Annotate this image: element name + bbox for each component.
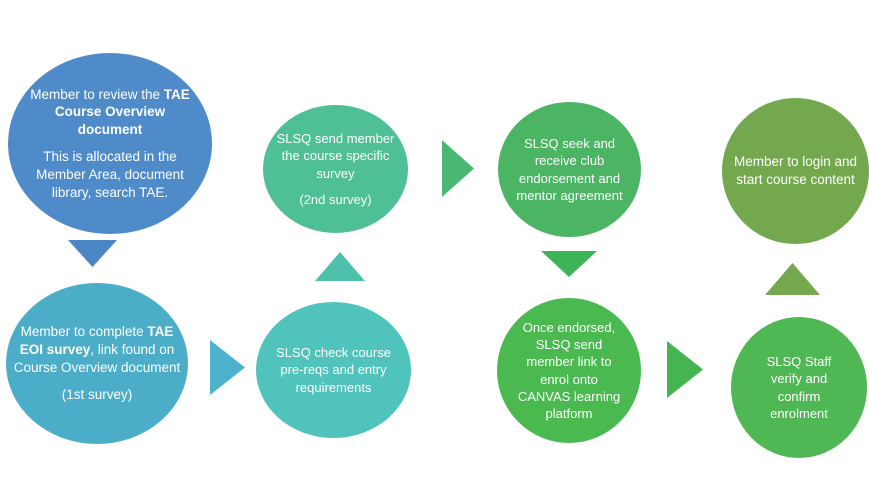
flow-step-login-ellipse: Member to login and start course content [722, 98, 869, 244]
arrow-down-icon [541, 251, 597, 277]
flow-step-review-text: Member to review the TAE Course Overview… [30, 86, 190, 200]
arrow-up-icon [315, 252, 365, 281]
flow-step-canvas-link-text: Once endorsed, SLSQ send member link to … [517, 320, 621, 421]
bold-text: TAE EOI survey [19, 324, 174, 358]
arrow-right-icon [442, 140, 474, 197]
flow-step-endorsement-ellipse: SLSQ seek and receive club endorsement a… [498, 102, 641, 237]
flow-step-eoi-survey-ellipse: Member to complete TAE EOI survey, link … [6, 283, 188, 444]
flow-step-course-survey-ellipse: SLSQ send member the course specific sur… [263, 105, 408, 233]
flow-step-login-text: Member to login and start course content [733, 154, 858, 187]
flow-step-verify-ellipse: SLSQ Staff verify and confirm enrolment [731, 317, 867, 458]
flow-step-eoi-survey-text: Member to complete TAE EOI survey, link … [13, 324, 181, 402]
flow-step-eoi-survey-note: (1st survey) [61, 386, 133, 402]
arrow-down-icon [68, 240, 117, 267]
arrow-right-icon [667, 341, 703, 398]
flow-step-canvas-link-ellipse: Once endorsed, SLSQ send member link to … [497, 298, 641, 443]
flow-step-course-survey-note: (2nd survey) [299, 191, 372, 207]
flow-step-check-prereqs-ellipse: SLSQ check course pre-reqs and entry req… [256, 302, 411, 438]
flow-step-review-note: This is allocated in the Member Area, do… [36, 149, 184, 200]
flow-step-review-ellipse: Member to review the TAE Course Overview… [8, 53, 212, 234]
flow-step-check-prereqs-text: SLSQ check course pre-reqs and entry req… [276, 345, 391, 395]
flow-step-verify-text: SLSQ Staff verify and confirm enrolment [766, 354, 832, 421]
flow-step-course-survey-text: SLSQ send member the course specific sur… [271, 130, 401, 208]
flow-step-endorsement-text: SLSQ seek and receive club endorsement a… [516, 136, 623, 203]
bold-text: TAE Course Overview document [54, 86, 190, 138]
arrow-right-icon [210, 340, 245, 395]
arrow-up-icon [765, 263, 820, 295]
